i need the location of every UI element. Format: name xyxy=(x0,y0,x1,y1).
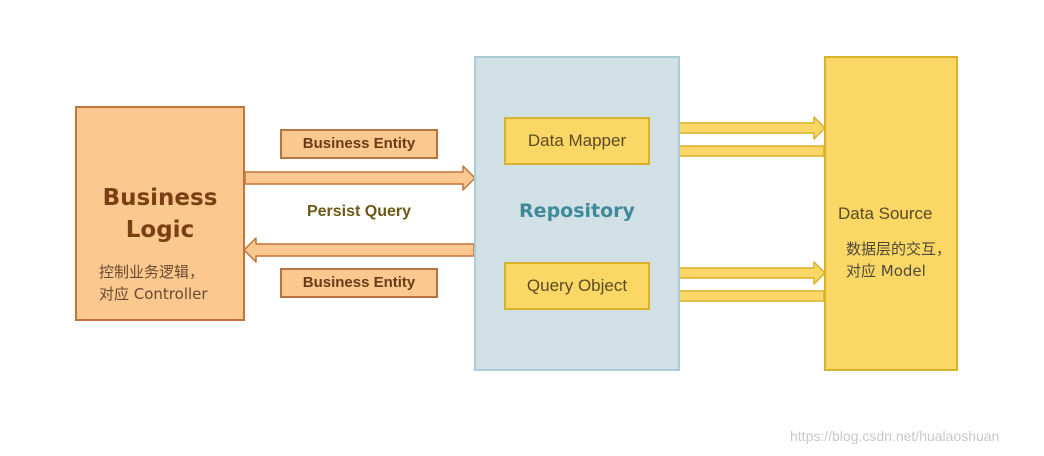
arrow-logic-to-repository xyxy=(244,165,476,191)
business-entity-label-top: Business Entity xyxy=(280,129,438,159)
business-logic-box: Business Logic 控制业务逻辑， 对应 Controller xyxy=(75,106,245,321)
business-logic-title: Business Logic xyxy=(102,185,218,243)
business-entity-label-bottom: Business Entity xyxy=(280,268,438,298)
watermark: https://blog.csdn.net/hualaoshuan xyxy=(790,428,1000,444)
data-source-description: 数据层的交互， 对应 Model xyxy=(846,240,952,280)
data-mapper-box: Data Mapper xyxy=(504,117,650,165)
data-source-title: Data Source xyxy=(838,204,933,223)
arrow-repository-to-logic xyxy=(243,237,475,263)
repository-title: Repository xyxy=(519,200,635,222)
query-object-box: Query Object xyxy=(504,262,650,310)
business-logic-description: 控制业务逻辑， 对应 Controller xyxy=(99,263,208,303)
persist-query-label: Persist Query xyxy=(306,203,412,220)
repository-box xyxy=(474,56,680,371)
data-source-box xyxy=(824,56,958,371)
